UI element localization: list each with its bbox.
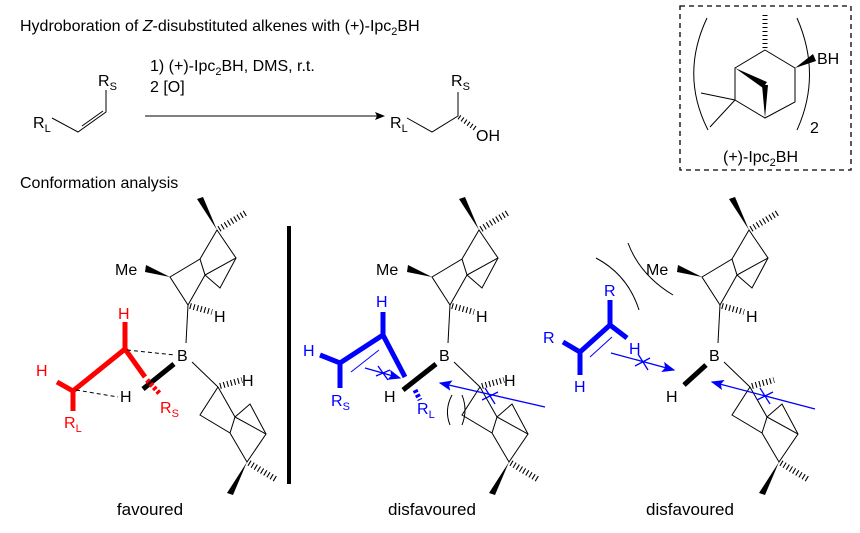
me-label: Me bbox=[115, 262, 137, 279]
product-bonds bbox=[406, 92, 459, 133]
rs-label: RS bbox=[331, 393, 350, 413]
disfavoured-alkene: H H RS RL bbox=[303, 294, 546, 421]
h-label: H bbox=[384, 389, 396, 406]
boron-label: B bbox=[439, 348, 450, 365]
h-label: H bbox=[476, 309, 488, 326]
multiplier-label: 2 bbox=[810, 120, 819, 137]
product-oh-label: OH bbox=[476, 128, 500, 145]
h-label: H bbox=[303, 343, 315, 360]
h-label: H bbox=[746, 309, 758, 326]
favoured-alkene: H H RL RS bbox=[36, 306, 179, 435]
pinane-top bbox=[702, 197, 779, 312]
disfavoured-alkene-2: R R H H bbox=[543, 283, 816, 410]
h-label: H bbox=[214, 309, 226, 326]
rs-label: RS bbox=[160, 400, 179, 420]
scheme-title: Hydroboration of Z-disubstituted alkenes… bbox=[20, 18, 420, 38]
me-label: Me bbox=[376, 262, 398, 279]
h-label: H bbox=[666, 389, 678, 406]
product-rs-label: RS bbox=[451, 73, 470, 93]
start-rl-label: RL bbox=[33, 115, 51, 135]
boron-label: B bbox=[177, 348, 188, 365]
pinane-top bbox=[170, 197, 247, 312]
h-label: H bbox=[504, 373, 516, 390]
rl-label: RL bbox=[64, 415, 82, 435]
h-label: H bbox=[118, 306, 130, 323]
h-label: H bbox=[376, 294, 388, 311]
h-label: H bbox=[120, 389, 132, 406]
panel-caption: disfavoured bbox=[388, 500, 476, 519]
reaction-scheme: RL RS 1) (+)-Ipc2BH, DMS, r.t. 2 [O] RL … bbox=[33, 58, 500, 145]
ipc2bh-structure-box: BH 2 (+)-Ipc2BH bbox=[679, 5, 852, 171]
r-label: R bbox=[543, 330, 555, 347]
me-label: Me bbox=[646, 262, 668, 279]
bh-label: BH bbox=[817, 51, 839, 68]
h-label: H bbox=[629, 341, 641, 358]
reagent-name: (+)-Ipc2BH bbox=[723, 149, 798, 169]
boron-label: B bbox=[709, 348, 720, 365]
section-title: Conformation analysis bbox=[20, 175, 178, 192]
reagent-step2: 2 [O] bbox=[150, 79, 185, 96]
h-label: H bbox=[36, 363, 48, 380]
alkene-bonds bbox=[51, 90, 107, 133]
h-label: H bbox=[242, 373, 254, 390]
panel-disfavoured-2: Me H B H R R H H disfavoured bbox=[543, 197, 816, 519]
panel-disfavoured-1: Me H H B H H H RS RL disfavoured bbox=[303, 197, 546, 519]
product-rl-label: RL bbox=[390, 115, 408, 135]
panel-caption: favoured bbox=[117, 500, 183, 519]
start-rs-label: RS bbox=[98, 73, 117, 93]
pinane-top bbox=[432, 197, 509, 312]
panel-caption: disfavoured bbox=[646, 500, 734, 519]
reagent-step1: 1) (+)-Ipc2BH, DMS, r.t. bbox=[150, 58, 315, 78]
r-label: R bbox=[604, 283, 616, 300]
h-label: H bbox=[574, 379, 586, 396]
rl-label: RL bbox=[417, 401, 435, 421]
pinane-bottom bbox=[200, 380, 277, 495]
panel-favoured: Me H H B H H H RL RS favoured bbox=[36, 197, 277, 519]
